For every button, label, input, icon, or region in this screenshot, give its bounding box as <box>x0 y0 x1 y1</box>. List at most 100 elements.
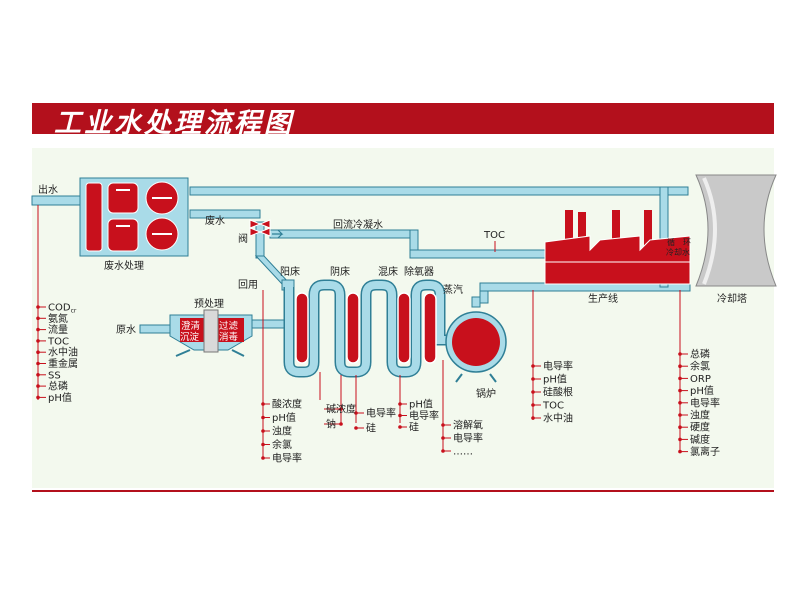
reuse-label: 回用 <box>238 279 258 291</box>
boiler-legs <box>455 373 497 383</box>
pretreat-core <box>203 309 219 353</box>
leader-dots <box>36 305 688 460</box>
param-outlet-5: 重金属 <box>48 357 78 370</box>
tower-riser <box>659 186 669 288</box>
param-outlet-6: SS <box>48 370 61 381</box>
valve-icon <box>248 219 284 239</box>
cooling-tower-label: 冷却塔 <box>717 292 747 305</box>
boiler-label: 锅炉 <box>476 388 496 400</box>
cation-bed-label: 阳床 <box>280 265 300 278</box>
param-production-3: TOC <box>542 401 564 412</box>
param-tower-1: 余氯 <box>690 360 710 373</box>
pretreatment-label: 预处理 <box>194 298 224 310</box>
treatment-inner-marks-b <box>152 197 172 235</box>
param-cation-0: 酸浓度 <box>272 398 302 411</box>
boiler-unit <box>445 296 507 383</box>
diagram-labels: 出水 废水处理 废水 阀 回用 回流冷凝水 TOC 阳床 阴床 混床 除氧器 蒸… <box>38 183 747 400</box>
title-banner <box>32 103 774 134</box>
steam-label: 蒸汽 <box>443 283 463 296</box>
bottom-rule <box>32 490 774 492</box>
clarify-tank <box>180 318 208 342</box>
boiler-core <box>452 318 500 366</box>
mixed-bed-label: 混床 <box>378 265 398 278</box>
param-outlet-3: TOC <box>47 336 69 347</box>
anion-column <box>346 292 360 364</box>
param-tower-7: 碱度 <box>690 433 710 446</box>
pretreatment-unit <box>169 309 253 357</box>
param-deaerator-1: 电导率 <box>409 409 439 422</box>
clarify-label: 澄清 <box>181 320 201 332</box>
param-deaerator-2: 硅 <box>409 421 419 434</box>
deaerator-label: 除氧器 <box>404 265 434 278</box>
param-mixed-0: 电导率 <box>366 407 396 420</box>
condensate-pipe-a <box>269 229 419 239</box>
treatment-cell-1 <box>85 182 103 252</box>
param-outlet-8: pH值 <box>48 391 72 404</box>
param-tower-0: 总磷 <box>690 348 710 361</box>
param-cation-3: 余氯 <box>272 438 292 451</box>
chimney-2 <box>578 212 586 250</box>
param-deaerator-0: pH值 <box>409 398 433 411</box>
param-tower-8: 氯离子 <box>690 445 720 458</box>
reuse-pipe-a <box>255 221 265 259</box>
toc-label: TOC <box>483 230 505 241</box>
outlet-pipe <box>31 195 83 206</box>
serpentine-fill <box>285 281 452 376</box>
factory-body <box>544 235 691 285</box>
chimney-1 <box>565 210 573 250</box>
param-mixed-1: 硅 <box>366 422 376 435</box>
waste-pipe <box>189 209 261 219</box>
param-outlet-7: 总磷 <box>48 380 68 393</box>
valve-label: 阀 <box>238 232 248 245</box>
flow-arrow-icon <box>272 229 284 239</box>
treatment-cell-2 <box>107 182 139 214</box>
param-tower-2: ORP <box>690 374 711 385</box>
parameter-lists: CODcr氨氮流量TOC水中油重金属SS总磷pH值酸浓度pH值浊度余氯电导率碱浓… <box>47 303 720 465</box>
param-production-0: 电导率 <box>543 360 573 373</box>
param-anion-0: 碱浓度 <box>326 403 356 416</box>
param-anion-1: 钠 <box>326 418 336 431</box>
param-production-4: 水中油 <box>543 412 573 425</box>
pipe-network <box>31 186 691 334</box>
circulating-label-2: 环 <box>683 238 691 247</box>
production-line-unit <box>544 210 691 285</box>
tower-highlight <box>702 177 717 285</box>
treatment-cell-3 <box>107 218 139 252</box>
raw-water-label: 原水 <box>116 324 136 336</box>
param-tower-4: 电导率 <box>690 396 720 409</box>
pretreat-legs <box>175 349 245 357</box>
chimney-3 <box>612 210 620 250</box>
param-production-1: pH值 <box>543 373 567 386</box>
filter-label: 过滤 <box>219 320 239 332</box>
param-outlet-4: 水中油 <box>48 346 78 359</box>
circulating-label-1: 循 <box>667 237 675 247</box>
param-boiler-1: 电导率 <box>453 432 483 445</box>
sediment-label: 沉淀 <box>180 331 200 343</box>
tower-shell <box>695 174 777 287</box>
chimney-4 <box>644 210 652 250</box>
condensate-pipe-c <box>409 249 561 259</box>
param-tower-5: 浊度 <box>690 409 710 422</box>
param-cation-1: pH值 <box>272 411 296 424</box>
param-boiler-0: 溶解氧 <box>453 419 483 432</box>
waste-treatment-label: 废水处理 <box>104 259 144 272</box>
outlet-water-label: 出水 <box>38 183 58 196</box>
filter-tank <box>214 318 244 342</box>
deaerator-column <box>423 292 437 364</box>
top-return-pipe <box>189 186 689 196</box>
param-cation-2: 浊度 <box>272 425 292 438</box>
param-outlet-1: 氨氮 <box>48 312 68 325</box>
waste-water-label: 废水 <box>205 214 225 227</box>
circulating-label-3: 冷却水 <box>666 247 690 257</box>
param-production-2: 硅酸根 <box>543 386 573 399</box>
ion-exchange-train <box>283 279 452 378</box>
treatment-inner-marks <box>116 189 130 227</box>
mixed-column <box>397 292 411 364</box>
boiler-neck <box>471 296 481 308</box>
waste-treatment-unit <box>79 177 189 257</box>
anion-bed-label: 阴床 <box>330 265 350 278</box>
page-title: 工业水处理流程图 <box>54 108 294 139</box>
disinfect-label: 消毒 <box>219 331 239 343</box>
